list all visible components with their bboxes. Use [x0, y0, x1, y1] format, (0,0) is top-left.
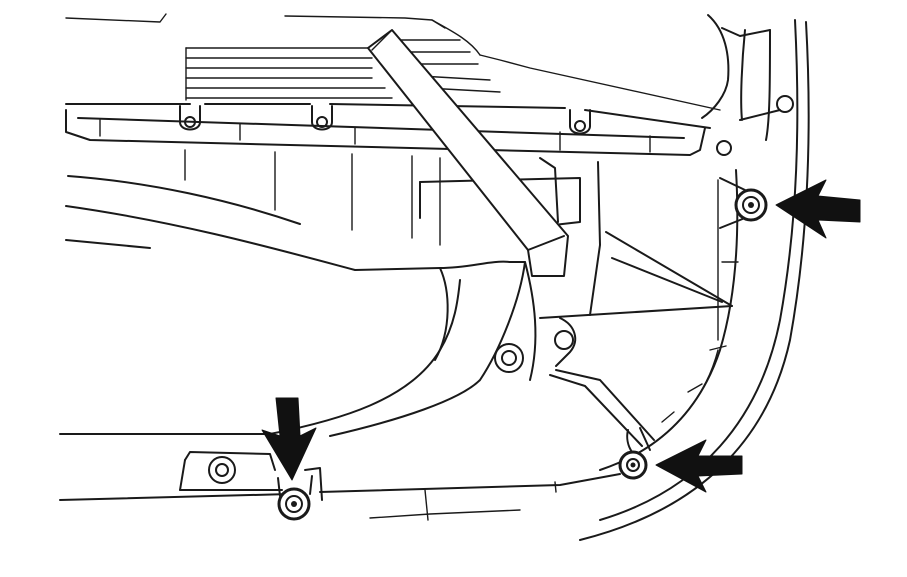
lower-housing-outline [184, 149, 601, 316]
main-panel-outline [59, 175, 537, 437]
arrow-left-icon [655, 439, 743, 493]
arrow-left-icon [775, 179, 861, 239]
bottom-rail-outline [59, 451, 621, 521]
fastener-bottom-center [277, 475, 313, 521]
right-frame-outline [539, 14, 810, 541]
fastener-lower-right [618, 427, 651, 480]
arrow-down-icon [261, 397, 317, 481]
fastener-upper-right [719, 177, 768, 229]
upper-panel-outline [65, 13, 721, 156]
diagonal-support-bar [367, 29, 569, 277]
